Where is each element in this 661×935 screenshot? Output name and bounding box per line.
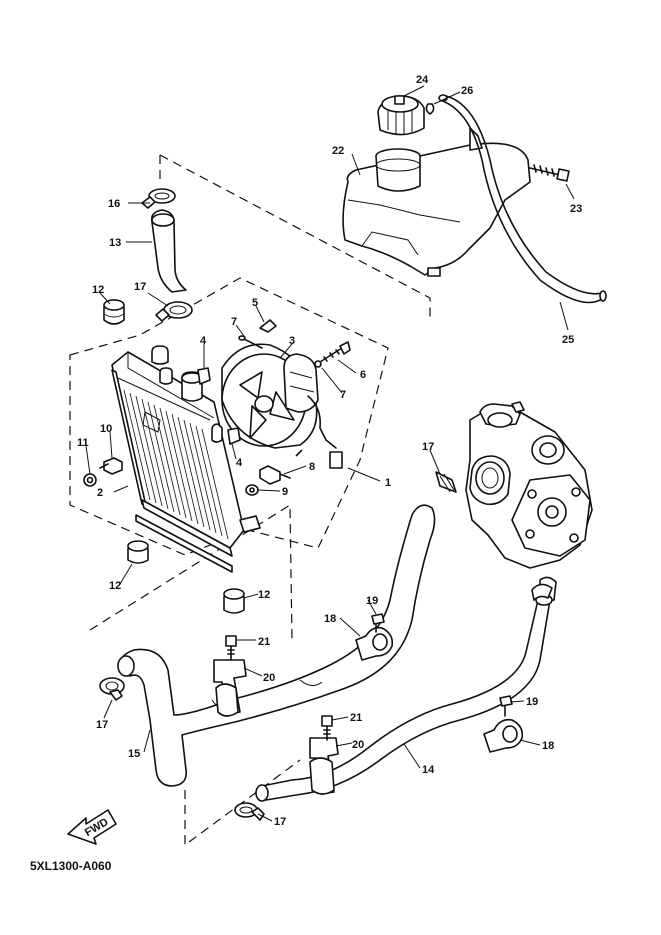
hose-clamp-17-upper (155, 301, 193, 322)
callout-20-lower: 20 (352, 739, 364, 751)
callout-18-upper: 18 (324, 613, 336, 625)
callout-7-upper: 7 (231, 316, 237, 328)
hose-clamp-17-housing (435, 471, 457, 493)
callout-25: 25 (562, 334, 574, 346)
callout-16: 16 (108, 198, 120, 210)
washer-11 (83, 473, 97, 487)
screw-6 (319, 341, 351, 363)
reservoir-filler-cap (377, 95, 425, 136)
hose-holder-18-upper (355, 626, 394, 661)
callout-10: 10 (100, 423, 112, 435)
callout-6: 6 (360, 369, 366, 381)
callout-15: 15 (128, 748, 140, 760)
callout-12-top: 12 (92, 284, 104, 296)
collar-7-upper (238, 335, 263, 349)
callout-17-bottom: 17 (274, 816, 286, 828)
callout-19-lower: 19 (526, 696, 538, 708)
hose-bracket-20-upper (213, 659, 247, 717)
callout-14: 14 (422, 764, 435, 776)
callout-9: 9 (282, 486, 288, 498)
screw-19-upper (371, 613, 385, 633)
rubber-grommet-12-upper (103, 299, 125, 325)
bolt-21-lower (321, 715, 333, 741)
callout-4-upper: 4 (200, 335, 207, 347)
callout-leader-lines (85, 85, 575, 822)
callout-18-lower: 18 (542, 740, 554, 752)
breather-hose (438, 94, 607, 304)
callout-7-lower: 7 (340, 389, 346, 401)
callout-17-housing: 17 (422, 441, 434, 453)
hose-clamp-17-left (99, 677, 125, 701)
callout-24: 24 (416, 74, 429, 86)
callout-20-upper: 20 (263, 672, 275, 684)
radiator-core (111, 345, 261, 573)
callout-23: 23 (570, 203, 582, 215)
callout-12-right: 12 (258, 589, 270, 601)
bolt-21-upper (225, 635, 237, 661)
rubber-grommet-12-right (223, 588, 245, 614)
callout-13: 13 (109, 237, 121, 249)
washer-9 (245, 484, 259, 496)
callout-2: 2 (97, 487, 103, 499)
hose-clip-26 (425, 103, 435, 115)
hose-bracket-20-lower (309, 737, 339, 795)
fan-bracket-4-upper (197, 367, 211, 385)
hose-holder-18-lower (483, 718, 524, 753)
thermo-unit-8 (259, 465, 291, 485)
callout-1: 1 (385, 477, 391, 489)
callout-4-lower: 4 (236, 457, 243, 469)
callout-12-left: 12 (109, 580, 121, 592)
callout-numbers: 1 2 3 4 4 5 6 7 7 8 9 10 11 12 12 12 13 … (77, 74, 582, 828)
collar-7-lower (314, 360, 322, 368)
callout-17-left: 17 (96, 719, 108, 731)
cooling-fan-assembly (221, 343, 343, 469)
tank-mounting-bolt (529, 164, 570, 182)
callout-11: 11 (77, 437, 89, 449)
forward-direction-arrow: FWD (67, 809, 117, 845)
callout-26: 26 (461, 85, 473, 97)
callout-3: 3 (289, 335, 295, 347)
callout-17-top: 17 (134, 281, 146, 293)
screw-19-lower (499, 695, 513, 717)
diagram-reference-code: 5XL1300-A060 (30, 859, 112, 873)
callout-8: 8 (309, 461, 315, 473)
rubber-grommet-12-left (127, 540, 149, 564)
callout-21-lower: 21 (350, 712, 362, 724)
hose-clamp-17-lower (234, 802, 265, 821)
callout-21-upper: 21 (258, 636, 270, 648)
callout-5: 5 (252, 297, 258, 309)
hose-clamp-16 (141, 188, 176, 209)
coolant-reservoir-tank (342, 127, 531, 277)
screw-5 (259, 319, 277, 333)
thermo-switch-10 (99, 457, 123, 475)
fan-bracket-4-lower (227, 427, 241, 445)
thermostat-housing (465, 401, 593, 603)
callout-19-upper: 19 (366, 595, 378, 607)
radiator-hose-14 (255, 583, 553, 802)
callout-22: 22 (332, 145, 344, 157)
radiator-filler-hose (150, 209, 187, 293)
